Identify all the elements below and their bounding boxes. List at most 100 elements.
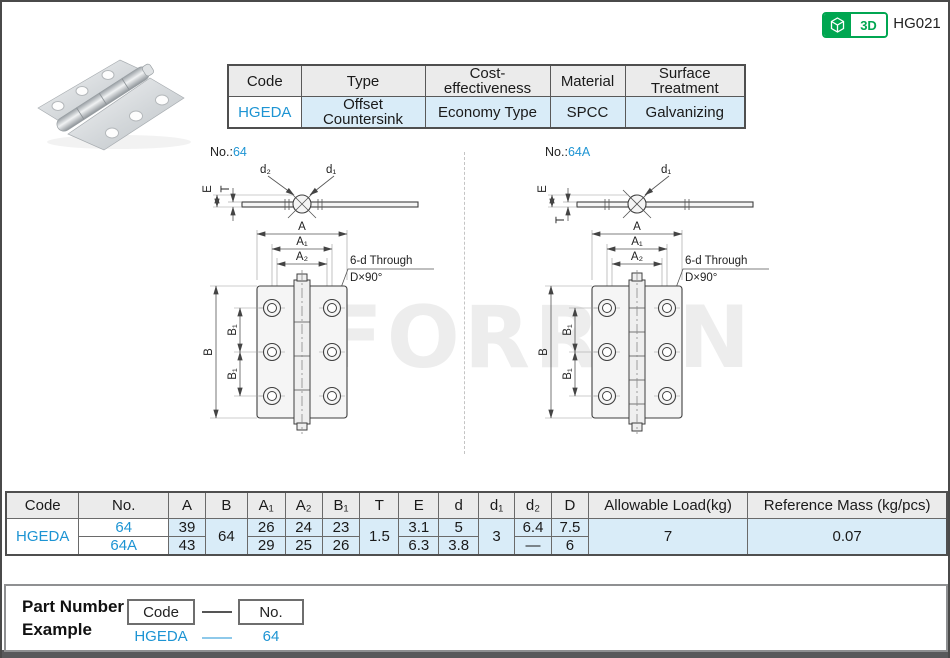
page-footer-bar (2, 650, 948, 658)
dim-label-b1-upper: B₁ (562, 324, 574, 336)
cell-e-64: 3.1 (398, 518, 440, 537)
cube-3d-icon (824, 14, 851, 36)
part-number-example-title: Part Number Example (22, 597, 125, 639)
dim-header-a1: A₁ (246, 491, 286, 519)
cell-a1-64a: 29 (246, 536, 286, 556)
cell-a2-64: 24 (284, 518, 323, 537)
cell-b1-64a: 26 (321, 536, 361, 556)
hinge-holes (51, 70, 169, 139)
cell-code: HGEDA (5, 518, 80, 556)
spec-surface-value: Galvanizing (624, 96, 746, 129)
3d-view-badge[interactable]: 3D (822, 12, 888, 38)
pn-code-box: Code (127, 599, 195, 625)
callout-through-hole: 6-d Through (350, 255, 412, 267)
dim-label-e: E (202, 185, 214, 193)
cell-no-64a: 64A (78, 536, 170, 556)
cell-load: 7 (587, 518, 749, 556)
dim-label-t: T (220, 185, 232, 192)
dim-label-b: B (203, 348, 215, 356)
dim-label-t: T (555, 216, 567, 223)
spec-header-surface: Surface Treatment (624, 64, 746, 97)
dim-header-dd: D (550, 491, 589, 519)
cell-d2-64a: — (514, 536, 552, 556)
spec-cost-value: Economy Type (424, 96, 551, 129)
cell-d-64: 5 (438, 518, 480, 537)
spec-header-cost: Cost-effectiveness (424, 64, 551, 97)
dim-label-b: B (538, 348, 550, 356)
dim-header-e: E (398, 491, 440, 519)
spec-material-value: SPCC (549, 96, 626, 129)
spec-table: Code Type Cost-effectiveness Material Su… (227, 64, 746, 129)
spec-header-code: Code (227, 64, 302, 97)
hinge-barrel (56, 63, 154, 132)
cell-d1: 3 (478, 518, 516, 556)
pn-no-value: 64 (262, 628, 280, 645)
cell-b: 64 (204, 518, 248, 556)
cell-a1-64: 26 (246, 518, 286, 537)
part-number-example-box: Part Number Example Code No. HGEDA 64 (4, 584, 948, 652)
screw-holes (594, 298, 680, 406)
dim-header-b1: B₁ (321, 491, 361, 519)
dim-header-d2: d₂ (514, 491, 552, 519)
pn-dash-blue (202, 637, 232, 639)
pn-dash (202, 611, 232, 613)
dim-header-b: B (204, 491, 248, 519)
dim-label-e: E (537, 185, 549, 193)
dim-header-no: No. (78, 491, 170, 519)
dim-label-d1: d₁ (661, 164, 671, 176)
dim-label-a2: A₂ (631, 251, 643, 263)
cell-b1-64: 23 (321, 518, 361, 537)
dim-row-64a: 64A 43 29 25 26 6.3 3.8 — 6 (6, 536, 947, 556)
callout-countersink: D×90° (350, 272, 382, 284)
dim-label-b1-lower: B₁ (562, 368, 574, 380)
spec-data-row: HGEDA Offset Countersink Economy Type SP… (227, 96, 746, 129)
pn-no-box: No. (238, 599, 304, 625)
cell-no-64: 64 (78, 518, 170, 537)
spec-header-type: Type (300, 64, 426, 97)
dim-label-b1-lower: B₁ (227, 368, 239, 380)
callout-through-hole: 6-d Through (685, 255, 747, 267)
dim-label-d1: d₁ (326, 164, 336, 176)
model-code: HG021 (893, 15, 941, 32)
technical-drawing-64: No.:64 d₂ d₁ E T A A₁ A₂ 6-d Through D×9… (202, 145, 434, 434)
screw-holes (259, 298, 345, 406)
dim-header-t: T (359, 491, 400, 519)
3d-badge-label: 3D (851, 14, 886, 36)
cell-dd-64a: 6 (550, 536, 589, 556)
cell-a2-64a: 25 (284, 536, 323, 556)
drawing-number-label: No.:64A (545, 145, 591, 159)
dim-header-mass: Reference Mass (kg/pcs) (747, 491, 948, 519)
dim-header-load: Allowable Load(kg) (587, 491, 749, 519)
dim-label-a2: A₂ (296, 251, 308, 263)
pn-code-value: HGEDA (134, 628, 188, 645)
cell-d-64a: 3.8 (438, 536, 480, 556)
dim-header-code: Code (5, 491, 80, 519)
spec-code-value: HGEDA (227, 96, 302, 129)
cell-e-64a: 6.3 (398, 536, 440, 556)
drawing-separator (464, 152, 465, 454)
cell-a-64: 39 (168, 518, 206, 537)
callout-countersink: D×90° (685, 272, 717, 284)
dim-label-d2: d₂ (260, 164, 271, 176)
spec-header-row: Code Type Cost-effectiveness Material Su… (227, 64, 746, 97)
spec-header-material: Material (549, 64, 626, 97)
dim-label-a1: A₁ (631, 236, 643, 248)
dim-label-a: A (633, 221, 641, 233)
dimension-table: Code No. A B A₁ A₂ B₁ T E d d₁ d₂ D Allo… (5, 491, 948, 556)
cell-a-64a: 43 (168, 536, 206, 556)
dim-label-b1-upper: B₁ (227, 324, 239, 336)
dim-header-a2: A₂ (284, 491, 323, 519)
product-photo-hinge (37, 59, 191, 151)
dim-label-a1: A₁ (296, 236, 308, 248)
dim-header-d1: d₁ (478, 491, 516, 519)
spec-type-value: Offset Countersink (300, 96, 426, 129)
cell-dd-64: 7.5 (550, 518, 589, 537)
dim-header-row: Code No. A B A₁ A₂ B₁ T E d d₁ d₂ D Allo… (5, 491, 948, 519)
cell-mass: 0.07 (747, 518, 948, 556)
dim-header-d: d (438, 491, 480, 519)
dim-header-a: A (168, 491, 206, 519)
cell-d2-64: 6.4 (514, 518, 552, 537)
dim-row-64: HGEDA 64 39 64 26 24 23 1.5 3.1 5 3 6.4 … (5, 518, 948, 556)
dim-label-a: A (298, 221, 306, 233)
